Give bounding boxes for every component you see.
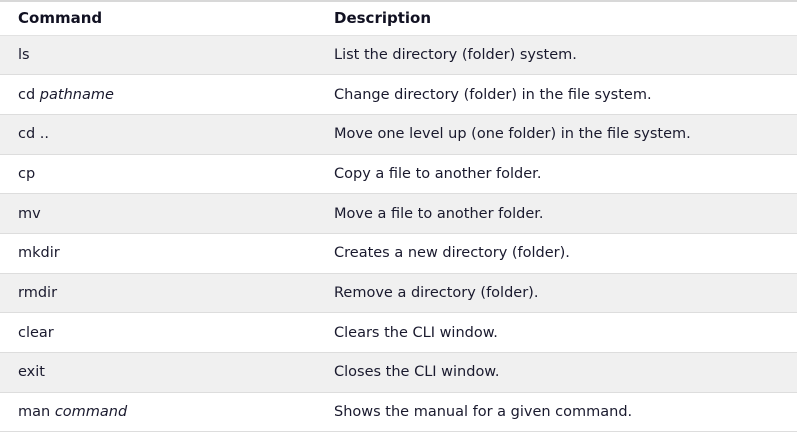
table-row: cd .. Move one level up (one folder) in t…: [0, 113, 797, 155]
command-name: mv: [18, 205, 41, 222]
cell-command: mv: [0, 193, 322, 234]
cell-description: Copy a file to another folder.: [322, 153, 797, 195]
command-name: exit: [18, 364, 45, 381]
cell-description: List the directory (folder) system.: [322, 34, 797, 76]
command-argument: pathname: [39, 86, 114, 103]
cell-description: Creates a new directory (folder).: [322, 232, 797, 274]
table-row: mv Move a file to another folder.: [0, 193, 797, 234]
command-name: ls: [18, 46, 30, 63]
cell-command: clear: [0, 312, 322, 353]
command-name: rmdir: [18, 284, 58, 301]
cell-command: cd pathname: [0, 74, 322, 115]
table-header: Command Description: [0, 2, 797, 36]
cell-description: Remove a directory (folder).: [322, 272, 797, 314]
cell-description: Move a file to another folder.: [322, 193, 797, 234]
cell-command: cd ..: [0, 113, 322, 155]
cell-description: Shows the manual for a given command.: [322, 391, 797, 433]
cell-description: Clears the CLI window.: [322, 312, 797, 353]
command-name: cd: [18, 86, 36, 103]
cell-command: man command: [0, 391, 322, 433]
cell-description: Change directory (folder) in the file sy…: [322, 74, 797, 115]
table-row: rmdir Remove a directory (folder).: [0, 272, 797, 314]
column-header-command: Command: [0, 2, 322, 36]
column-header-description: Description: [322, 2, 797, 36]
table-row: exit Closes the CLI window.: [0, 352, 797, 393]
table-row: cp Copy a file to another folder.: [0, 153, 797, 195]
cell-command: ls: [0, 34, 322, 76]
table-row: clear Clears the CLI window.: [0, 312, 797, 353]
table-row: ls List the directory (folder) system.: [0, 34, 797, 76]
cell-command: mkdir: [0, 232, 322, 274]
cell-command: rmdir: [0, 272, 322, 314]
command-argument: command: [54, 404, 128, 421]
cell-description: Move one level up (one folder) in the fi…: [322, 113, 797, 155]
table-header-row: Command Description: [0, 2, 797, 36]
cell-command: cp: [0, 153, 322, 195]
command-name: cd ..: [18, 126, 50, 143]
command-name: mkdir: [18, 245, 60, 262]
command-name: man: [18, 404, 51, 421]
command-name: cp: [18, 165, 36, 182]
command-name: clear: [18, 324, 54, 341]
table-row: mkdir Creates a new directory (folder).: [0, 232, 797, 274]
cell-description: Closes the CLI window.: [322, 352, 797, 393]
cell-command: exit: [0, 352, 322, 393]
